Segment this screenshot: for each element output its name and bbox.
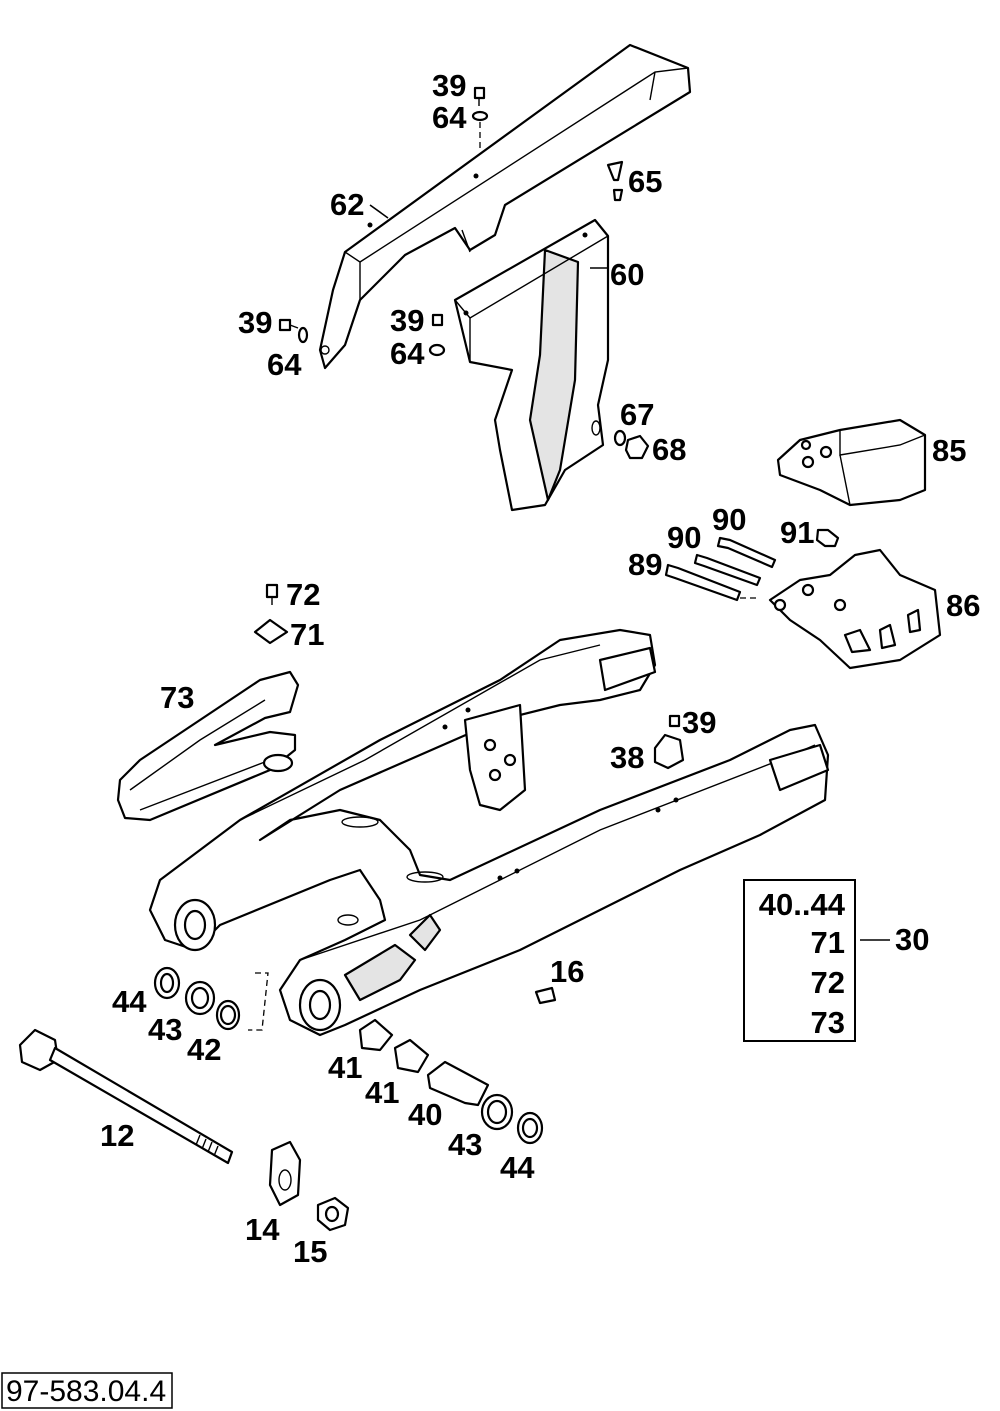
callout-12: 12 [100, 1118, 134, 1153]
callout-38: 38 [610, 740, 644, 775]
callout-72: 72 [286, 577, 320, 612]
nut-15 [316, 1196, 350, 1232]
callout-42: 42 [187, 1032, 221, 1067]
callout-labels: 39 64 65 62 60 39 64 39 64 67 68 85 90 9… [100, 68, 980, 1269]
ring-42 [215, 999, 241, 1031]
callout-41: 41 [365, 1075, 399, 1110]
washer-71 [253, 618, 289, 645]
callout-71: 71 [290, 617, 324, 652]
callout-64: 64 [267, 347, 302, 382]
callout-91: 91 [780, 515, 814, 550]
reference-code: 97-583.04.4 [6, 1375, 166, 1408]
nut-68 [624, 434, 650, 460]
callout-60: 60 [610, 257, 644, 292]
callout-39: 39 [432, 68, 466, 103]
ring-44-left [153, 966, 181, 1000]
bolt-89 [664, 563, 742, 602]
washer-64-left [297, 326, 309, 344]
callout-14: 14 [245, 1212, 280, 1247]
callout-65: 65 [628, 164, 662, 199]
callout-67: 67 [620, 397, 654, 432]
leader-lines [369, 204, 890, 941]
screw-39-mid [431, 313, 444, 327]
kit-item: 40..44 [759, 887, 846, 922]
screw-39-left [278, 318, 299, 332]
callout-44: 44 [500, 1150, 535, 1185]
reference-code-box: 97-583.04.4 [1, 1372, 173, 1409]
kit-item: 71 [811, 925, 845, 960]
callout-16: 16 [550, 954, 584, 989]
chain-guard-part-62 [318, 43, 692, 370]
callout-44: 44 [112, 984, 147, 1019]
callout-90: 90 [712, 502, 746, 537]
callout-64: 64 [432, 100, 467, 135]
plug-65 [606, 160, 624, 202]
callout-39: 39 [390, 303, 424, 338]
sleeve-40 [426, 1060, 490, 1107]
seal-43-left [184, 980, 216, 1016]
screw-39-right [668, 714, 681, 728]
guide-line [248, 972, 269, 1031]
callout-85: 85 [932, 433, 966, 468]
kit-item: 73 [811, 1005, 845, 1040]
callout-62: 62 [330, 187, 364, 222]
bolt-90-b [716, 536, 777, 569]
callout-86: 86 [946, 588, 980, 623]
callout-89: 89 [628, 547, 662, 582]
washer-64-top [471, 110, 489, 122]
callout-39: 39 [238, 305, 272, 340]
kit-box-30: 40..44 71 72 73 [743, 879, 856, 1042]
seal-43-right [480, 1093, 514, 1131]
callout-15: 15 [293, 1234, 327, 1269]
swingarm-main-body [148, 628, 830, 1037]
callout-73: 73 [160, 680, 194, 715]
washer-67 [613, 429, 627, 447]
callout-41: 41 [328, 1050, 362, 1085]
chain-slider-part-73 [116, 670, 300, 822]
callout-90: 90 [667, 520, 701, 555]
callout-43: 43 [448, 1127, 482, 1162]
callout-64: 64 [390, 336, 425, 371]
clamp-38 [653, 733, 685, 770]
screw-72 [265, 583, 279, 605]
axle-bolt-12 [18, 1028, 234, 1165]
bearing-41-a [358, 1018, 394, 1052]
callout-39: 39 [682, 705, 716, 740]
kit-item: 72 [811, 965, 845, 1000]
ring-44-right [516, 1111, 544, 1145]
callout-68: 68 [652, 432, 686, 467]
plug-16 [534, 986, 557, 1005]
washer-64-mid [428, 343, 446, 357]
bolt-90-a [693, 553, 762, 587]
bearing-41-b [393, 1038, 430, 1074]
bolt-91 [815, 528, 840, 548]
chain-guide-part-86 [768, 548, 942, 670]
callout-30: 30 [895, 922, 929, 957]
screw-39-top [473, 86, 486, 106]
chain-guard-part-60 [453, 218, 610, 512]
chain-guide-part-85 [776, 418, 927, 507]
plate-14 [268, 1140, 302, 1207]
callout-40: 40 [408, 1097, 442, 1132]
callout-43: 43 [148, 1012, 182, 1047]
